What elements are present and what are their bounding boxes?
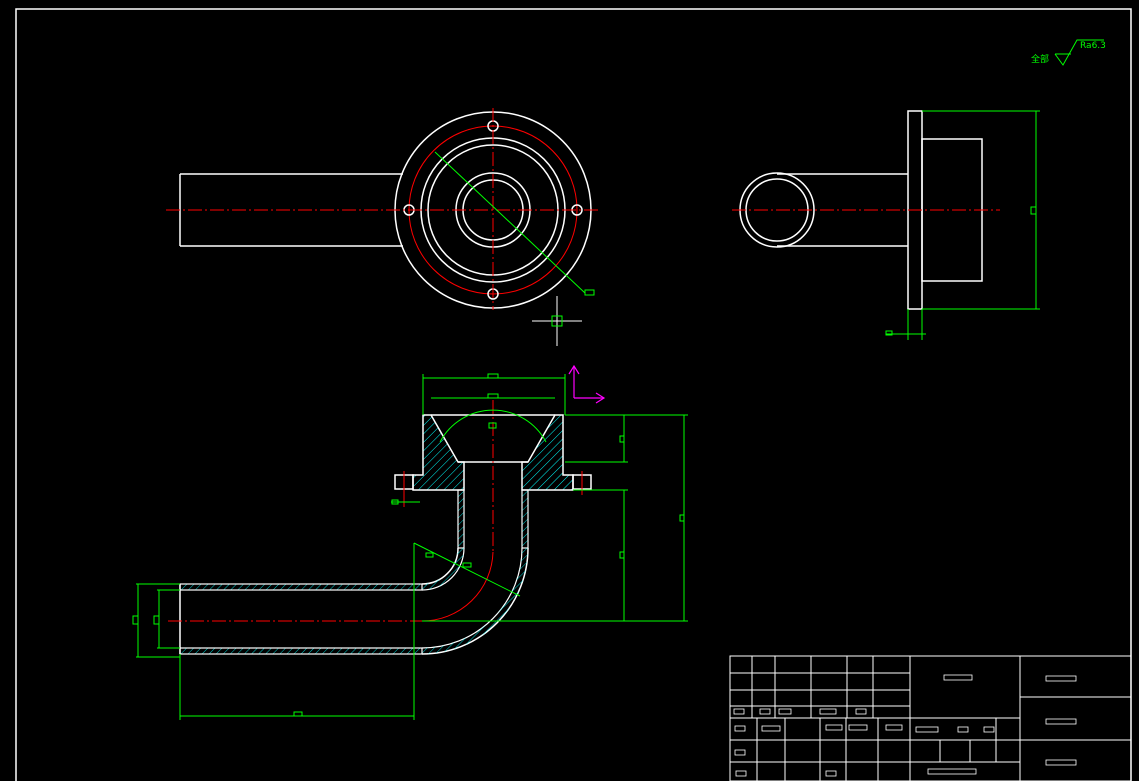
section-view[interactable] (168, 400, 592, 655)
title-block[interactable] (729, 655, 1132, 781)
drawing-border (15, 8, 1132, 781)
section-dimensions (132, 373, 688, 720)
roughness-prefix-label: 全部 (1031, 53, 1049, 65)
top-view[interactable] (166, 108, 600, 310)
roughness-value-label: Ra6.3 (1080, 41, 1106, 51)
top-edge-strip (0, 0, 1139, 4)
side-view[interactable] (732, 110, 1040, 340)
cad-cursor-crosshair (532, 296, 582, 346)
roughness-symbol (1054, 39, 1104, 66)
ucs-axis-icon (568, 364, 606, 404)
surface-roughness-note: 全部 Ra6.3 (1031, 39, 1106, 66)
